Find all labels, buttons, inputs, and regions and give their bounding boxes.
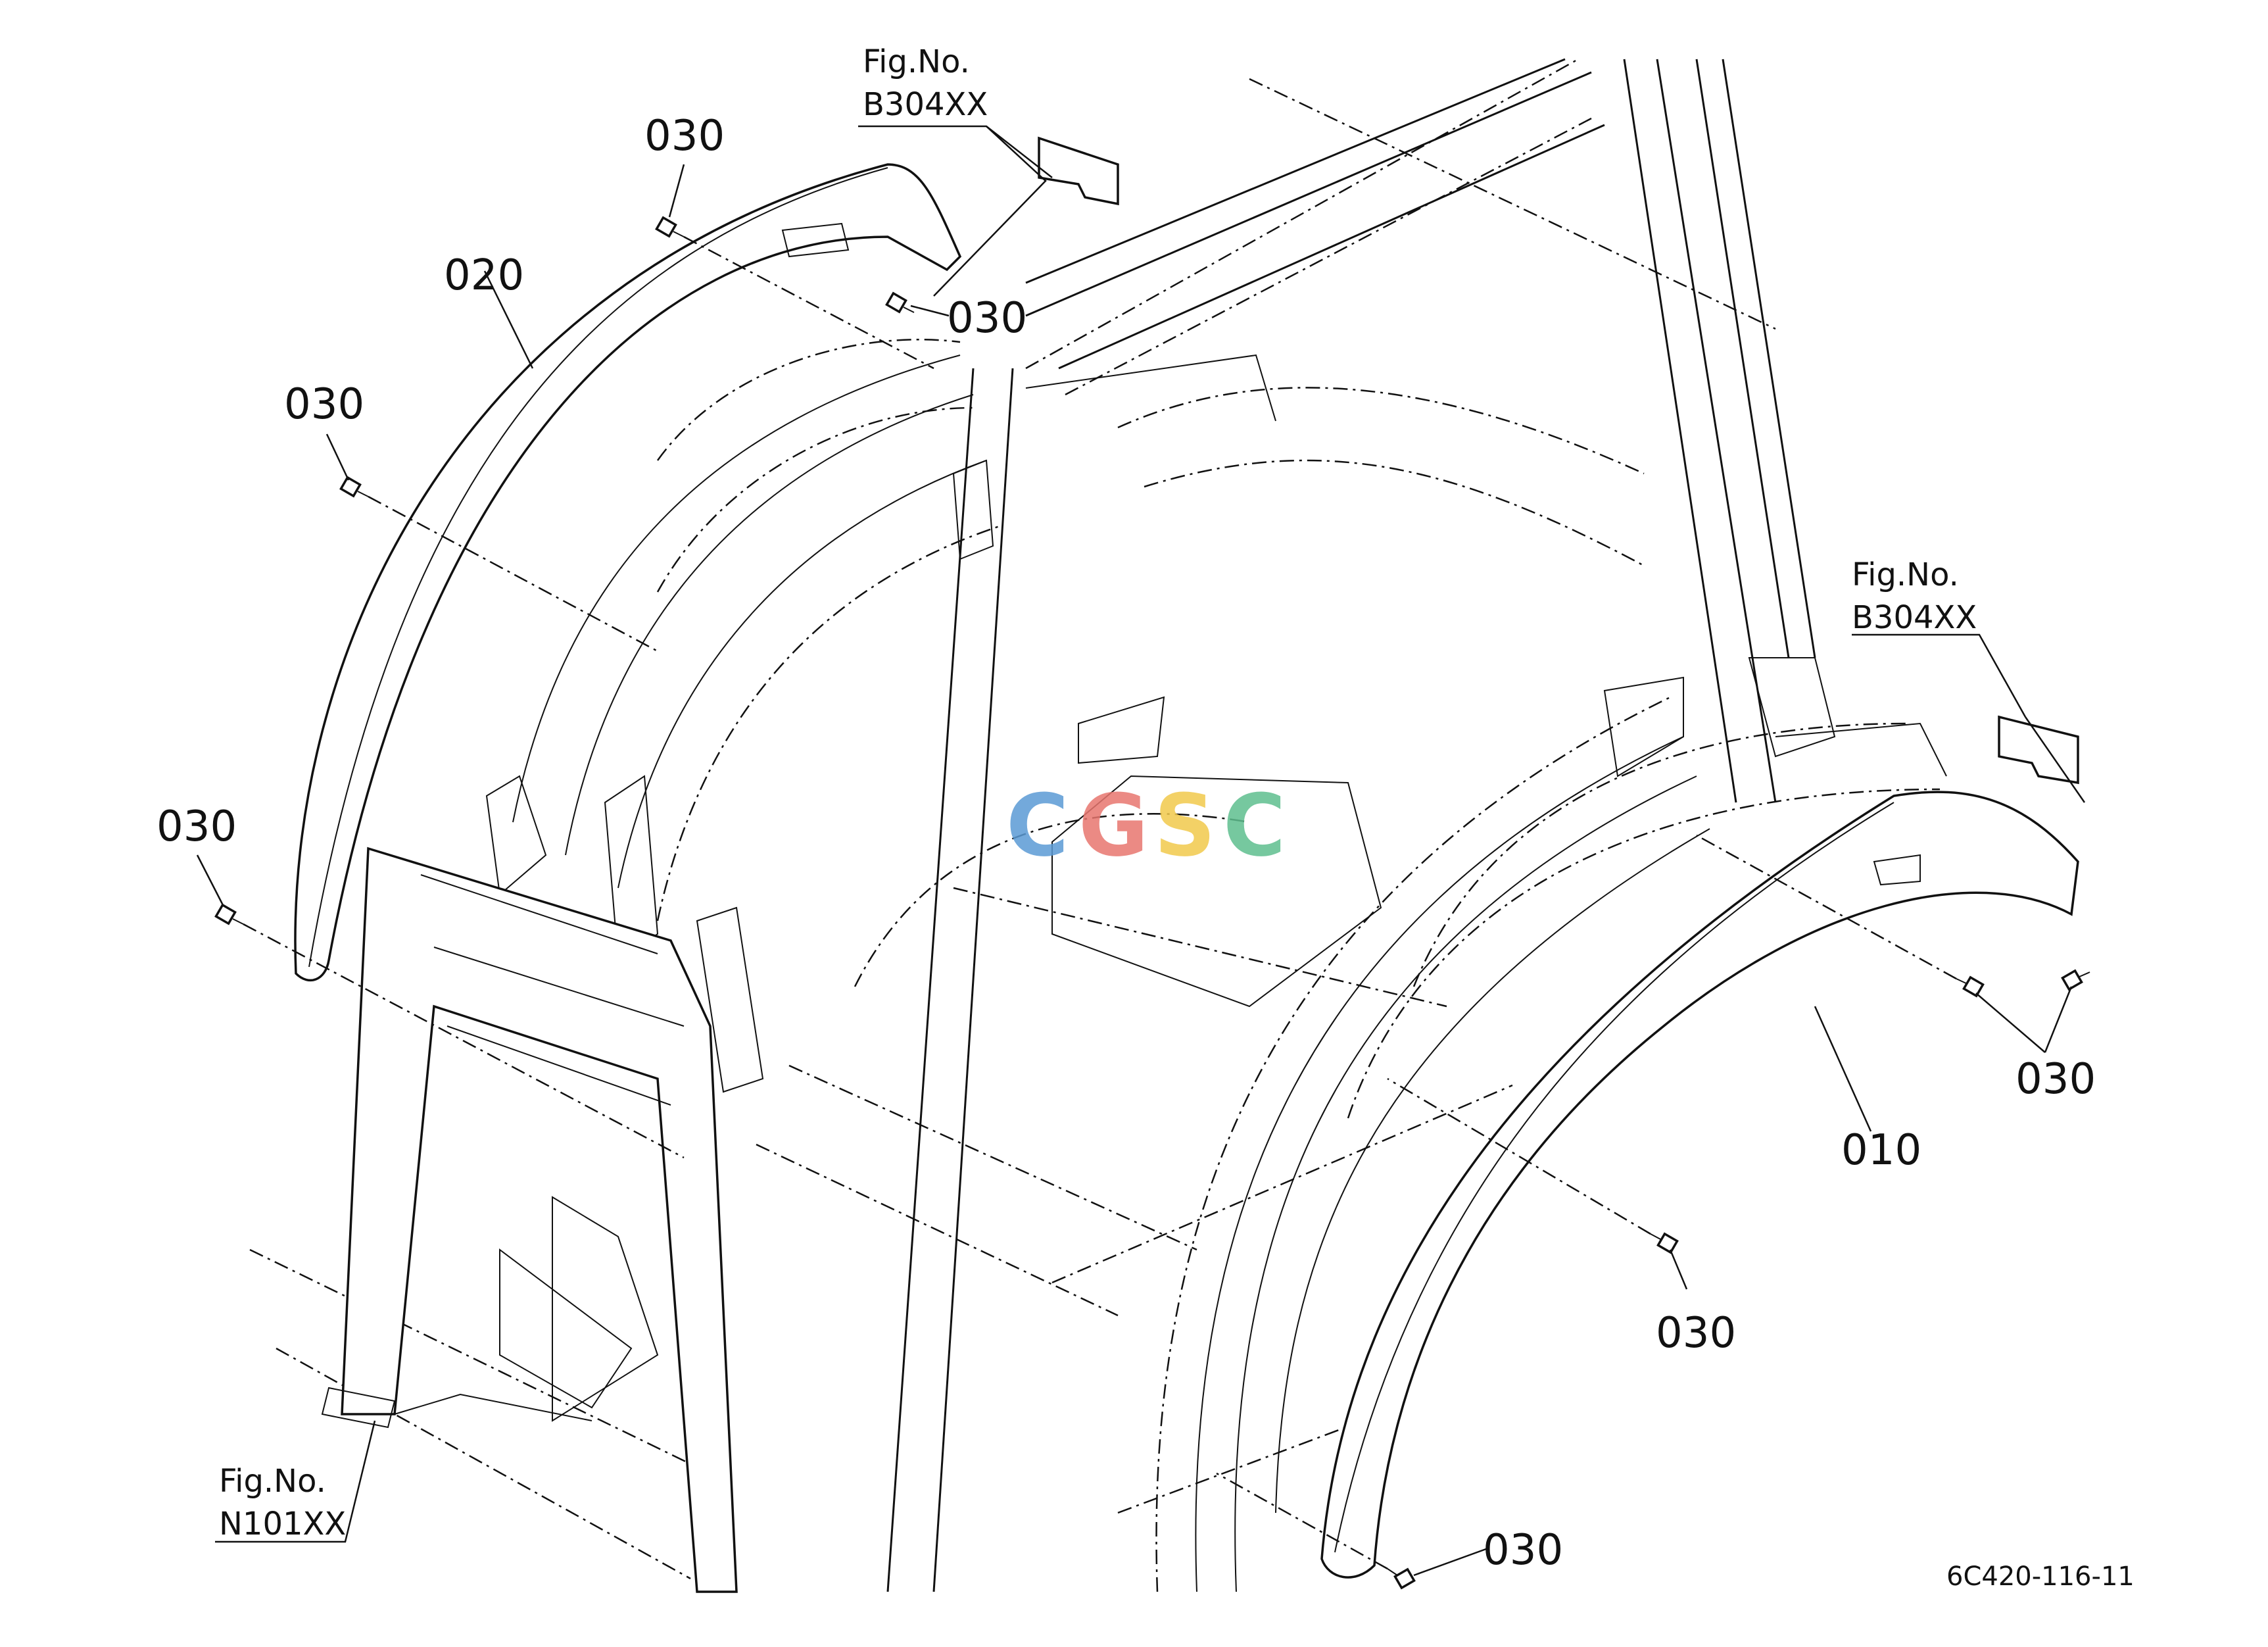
bolt-icon	[339, 476, 369, 498]
attachment-lines	[243, 235, 1957, 1570]
bolt-icon	[2061, 969, 2090, 991]
bolt-icon	[655, 216, 685, 238]
fig-ref-label-right: Fig.No.	[1852, 556, 1959, 593]
frame-phantom-lines	[249, 58, 1941, 1580]
frame-beams	[886, 58, 1816, 1592]
callout-010: 010	[1841, 1126, 1921, 1175]
watermark-letter: S	[1154, 775, 1216, 875]
rear-fender-panel	[321, 847, 738, 1593]
brackets	[1038, 136, 2079, 785]
bolt-icon	[1650, 1232, 1679, 1254]
left-wheel-housing	[485, 355, 1000, 1093]
callout-030-left-lower: 030	[157, 802, 237, 851]
callout-030-right-lower: 030	[1656, 1309, 1736, 1358]
fig-ref-code-top: B304XX	[863, 86, 988, 123]
bolt-icon	[214, 903, 244, 925]
watermark-logo: C G S C	[1006, 775, 1286, 875]
fig-ref-code-right: B304XX	[1852, 599, 1977, 636]
watermark-letter: C	[1223, 775, 1286, 875]
fig-ref-label-bottom: Fig.No.	[219, 1463, 326, 1500]
figure-references: Fig.No. B304XX Fig.No. B304XX Fig.No. N1…	[219, 43, 1977, 1542]
bolt-icon	[1956, 975, 1985, 998]
right-fender-010	[1320, 791, 2079, 1579]
callout-030-left-upper: 030	[284, 380, 364, 429]
callout-020: 020	[444, 251, 524, 300]
left-fender-020	[294, 163, 962, 981]
fig-ref-code-bottom: N101XX	[219, 1506, 346, 1542]
callout-030-top-left: 030	[644, 112, 725, 160]
watermark-letter: C	[1006, 775, 1069, 875]
callout-030-right: 030	[2015, 1055, 2096, 1104]
right-wheel-housing	[1155, 657, 1947, 1592]
bolt-icon	[885, 291, 915, 314]
leader-lines	[196, 125, 2086, 1577]
callout-030-bottom: 030	[1483, 1526, 1563, 1575]
watermark-letter: G	[1078, 775, 1149, 875]
fig-ref-label-top: Fig.No.	[863, 43, 970, 80]
drawing-code: 6C420-116-11	[1946, 1561, 2135, 1592]
bolts	[214, 216, 2090, 1590]
callout-030-top-center: 030	[947, 294, 1027, 343]
callout-labels: 030 030 030 030 030 030 030 020 010	[157, 112, 2096, 1575]
bolt-icon	[1387, 1567, 1416, 1590]
